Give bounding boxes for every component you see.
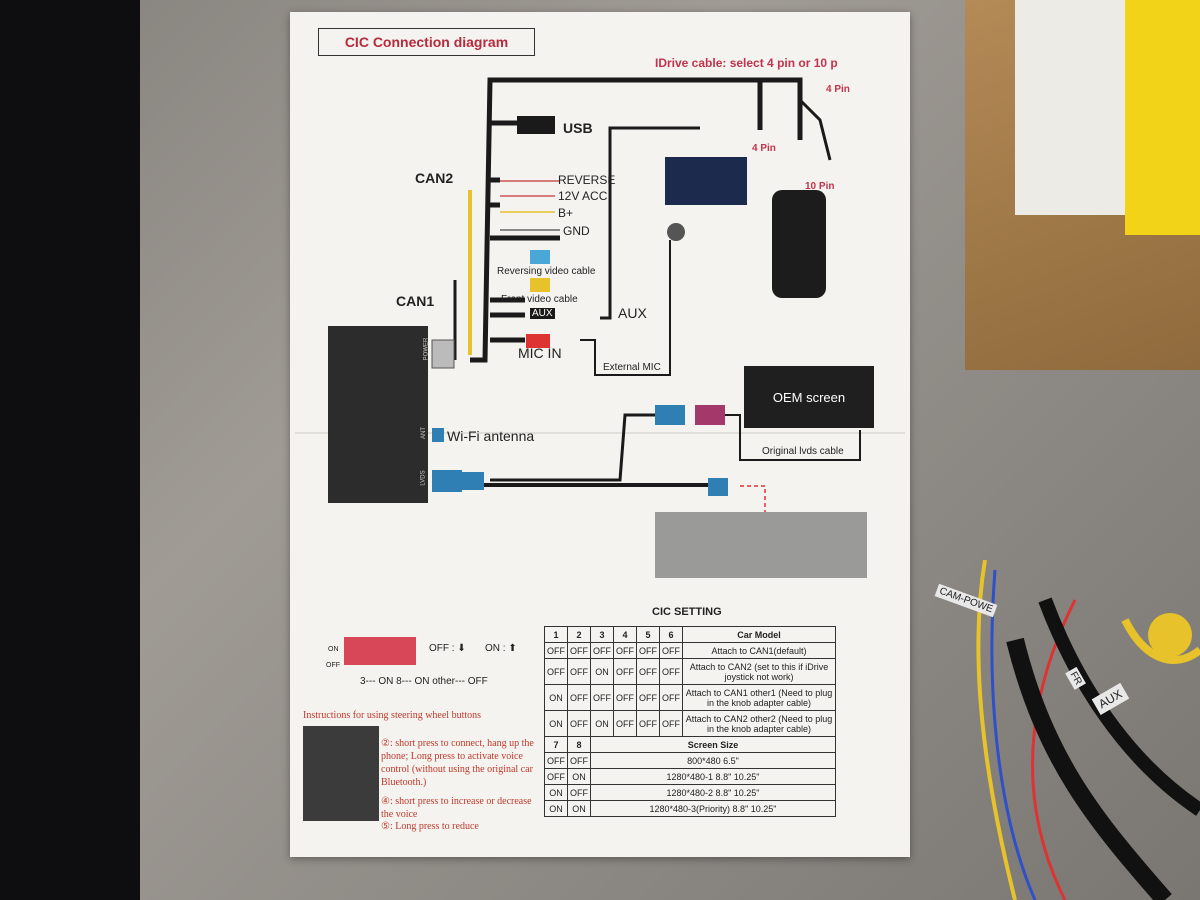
can1-label: CAN1 [396, 293, 435, 309]
table-cell: OFF [659, 710, 683, 737]
table-cell: OFF [567, 784, 591, 801]
idrive-screen-image [665, 157, 747, 205]
wifi-antenna-label: Wi-Fi antenna [447, 428, 535, 444]
table-cell: OFF [636, 658, 660, 685]
table-cell: OFF [567, 684, 591, 711]
header-cell: 2 [567, 626, 591, 643]
table-cell: ON [567, 800, 591, 817]
table-cell: OFF [544, 642, 568, 659]
front-video-label: Front video cable [501, 294, 578, 305]
external-mic-label: External MIC [603, 362, 661, 373]
pin10-label: 10 Pin [805, 181, 835, 192]
header-cell: 6 [659, 626, 683, 643]
table-cell: ON [567, 768, 591, 785]
idrive-knob-image [772, 190, 826, 298]
table-cell: OFF [636, 710, 660, 737]
usb-label: USB [563, 120, 593, 136]
table-cell: OFF [544, 752, 568, 769]
table-cell: OFF [636, 684, 660, 711]
table-cell: ON [544, 684, 568, 711]
can2-label: CAN2 [415, 170, 454, 186]
table-cell: ON [544, 800, 568, 817]
header-cell: 3 [590, 626, 614, 643]
acc-label: 12V ACC [558, 189, 608, 203]
table-cell: OFF [636, 642, 660, 659]
header-cell: Car Model [682, 626, 836, 643]
cic-setting-title: CIC SETTING [652, 606, 722, 618]
table-cell: OFF [659, 658, 683, 685]
header-cell: Screen Size [590, 736, 836, 753]
gnd-label: GND [563, 224, 590, 238]
bplus-label: B+ [558, 206, 574, 220]
header-cell: 7 [544, 736, 568, 753]
dip-rule-text: 3--- ON 8--- ON other--- OFF [360, 676, 488, 687]
dip-on-label: ON [328, 646, 339, 653]
box-label-sticker [1015, 0, 1145, 215]
yellow-foam [1125, 0, 1200, 235]
table-cell: OFF [613, 658, 637, 685]
table-cell: OFF [659, 684, 683, 711]
instruction-line-2: ④: short press to increase or decrease t… [381, 796, 532, 820]
table-cell: 1280*480-3(Priority) 8.8" 10.25" [590, 800, 836, 817]
table-cell: Attach to CAN1(default) [682, 642, 836, 659]
table-cell: OFF [613, 684, 637, 711]
power-tag: POWER [423, 337, 430, 361]
table-cell: OFF [590, 642, 614, 659]
steering-buttons-image [303, 726, 379, 821]
header-cell: 1 [544, 626, 568, 643]
table-cell: OFF [613, 710, 637, 737]
ant-tag: ANT [421, 427, 427, 439]
table-cell: OFF [590, 684, 614, 711]
table-cell: ON [590, 658, 614, 685]
paper-fold [295, 432, 905, 434]
instruction-line-3: ⑤: Long press to reduce [381, 821, 479, 832]
table-cell: ON [544, 784, 568, 801]
reversing-video-label: Reversing video cable [497, 266, 596, 277]
oem-screen: OEM screen [744, 366, 874, 428]
table-cell: 1280*480-2 8.8" 10.25" [590, 784, 836, 801]
table-cell: OFF [567, 710, 591, 737]
instruction-line-1: ②: short press to connect, hang up the p… [381, 738, 534, 788]
on-arrow-label: ON : ⬆ [485, 643, 517, 654]
table-cell: OFF [567, 658, 591, 685]
table-cell: OFF [544, 658, 568, 685]
dip-off-label: OFF [326, 662, 340, 669]
table-cell: 1280*480-1 8.8" 10.25" [590, 768, 836, 785]
off-arrow-label: OFF : ⬇ [429, 643, 466, 654]
reverse-label: REVERSE [558, 173, 616, 187]
idrive-cable-label: IDrive cable: select 4 pin or 10 p [655, 56, 838, 70]
header-cell: 4 [613, 626, 637, 643]
instructions-title: Instructions for using steering wheel bu… [303, 710, 482, 721]
mic-in-label: MIC IN [518, 345, 562, 361]
table-cell: ON [544, 710, 568, 737]
head-unit-rear-image [655, 512, 867, 578]
table-cell: Attach to CAN1 other1 (Need to plug in t… [682, 684, 836, 711]
device-edge [0, 0, 140, 900]
table-cell: OFF [659, 642, 683, 659]
cic-module [328, 326, 428, 503]
table-cell: 800*480 6.5" [590, 752, 836, 769]
header-cell: 5 [636, 626, 660, 643]
pin4-top-label: 4 Pin [826, 84, 850, 95]
cable-harness-image [976, 560, 1200, 900]
table-cell: Attach to CAN2 (set to this if iDrive jo… [682, 658, 836, 685]
pin4-label: 4 Pin [752, 143, 776, 154]
table-cell: OFF [567, 752, 591, 769]
aux-label: AUX [618, 305, 647, 321]
table-cell: Attach to CAN2 other2 (Need to plug in t… [682, 710, 836, 737]
table-cell: OFF [544, 768, 568, 785]
header-cell: 8 [567, 736, 591, 753]
table-cell: OFF [567, 642, 591, 659]
cic-setting-table: 1 2 3 4 5 6 Car Model OFF OFF OFF OFF OF… [544, 626, 836, 817]
lvds-tag: LVDS [420, 470, 427, 486]
dip-switch-image [344, 637, 416, 665]
diagram-title: CIC Connection diagram [318, 28, 535, 56]
table-cell: OFF [613, 642, 637, 659]
aux-tag: AUX [530, 308, 555, 319]
table-cell: ON [590, 710, 614, 737]
original-lvds-label: Original lvds cable [762, 446, 844, 457]
